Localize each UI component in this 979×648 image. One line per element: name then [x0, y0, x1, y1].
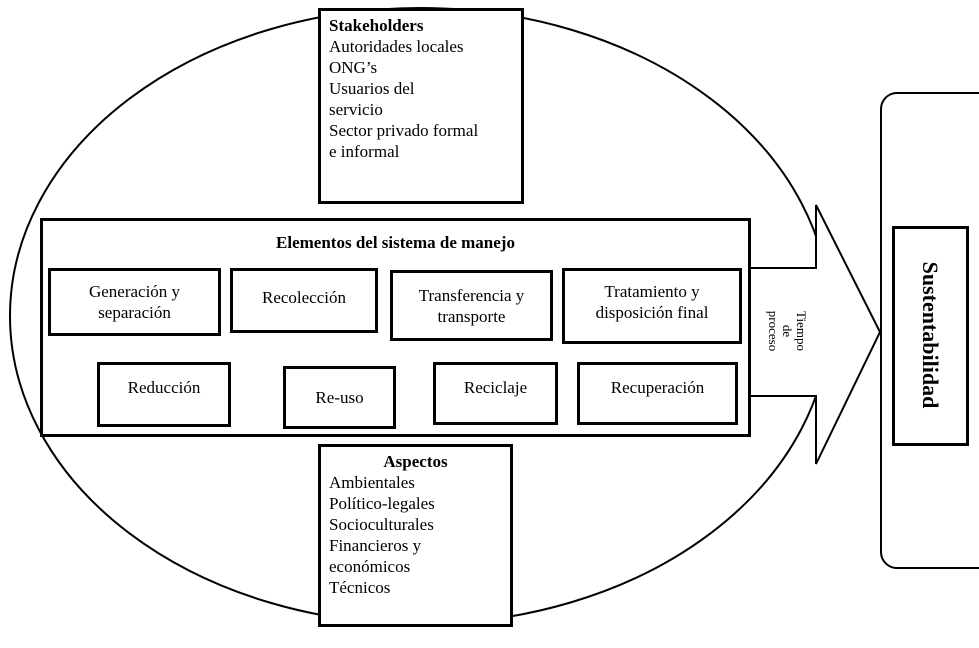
aspect-item: Socioculturales — [329, 515, 434, 534]
stakeholder-item: Usuarios del servicio — [329, 79, 415, 119]
element-box: Transferencia y transporte — [390, 270, 553, 341]
stakeholder-item: Sector privado formal e informal — [329, 121, 479, 161]
element-box: Recolección — [230, 268, 378, 333]
stakeholders-box: Stakeholders Autoridades locales ONG’s U… — [318, 8, 524, 204]
element-box: Re-uso — [283, 366, 396, 429]
system-title: Elementos del sistema de manejo — [276, 233, 515, 252]
aspect-item: Financieros y económicos — [329, 536, 422, 576]
aspect-item: Técnicos — [329, 578, 391, 597]
arrow-label-line: Tiempo — [794, 311, 809, 351]
stakeholder-item: ONG’s — [329, 58, 378, 77]
outcome-box — [892, 226, 969, 446]
element-box: Reducción — [97, 362, 231, 427]
stakeholder-item: Autoridades locales — [329, 37, 464, 56]
element-box: Tratamiento y disposición final — [562, 268, 742, 344]
aspects-title: Aspectos — [383, 452, 448, 471]
stakeholders-title: Stakeholders — [329, 16, 424, 35]
element-box: Generación y separación — [48, 268, 221, 336]
element-box: Reciclaje — [433, 362, 558, 425]
process-arrow — [747, 204, 882, 465]
aspect-item: Político-legales — [329, 494, 435, 513]
arrow-label-line: de — [780, 324, 795, 338]
outcome-label: Sustentabilidad — [918, 261, 943, 409]
arrow-label: Tiempo de proceso — [766, 296, 809, 366]
element-box: Recuperación — [577, 362, 738, 425]
aspect-item: Ambientales — [329, 473, 415, 492]
arrow-label-line: proceso — [766, 310, 781, 352]
aspects-box: Aspectos Ambientales Político-legales So… — [318, 444, 513, 627]
